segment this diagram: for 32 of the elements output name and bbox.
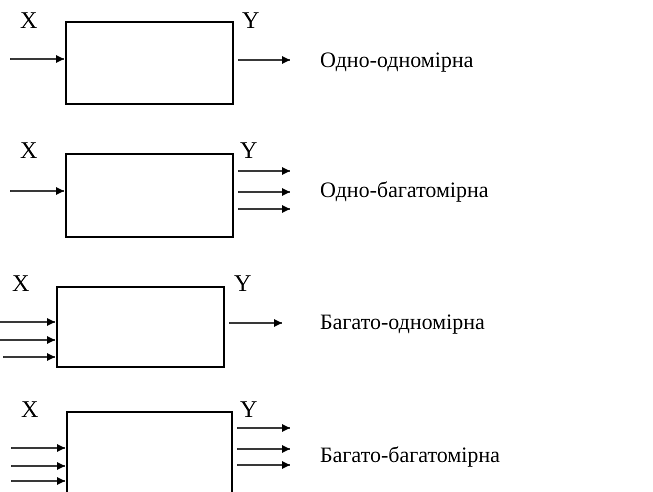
system-box <box>65 21 234 105</box>
arrow <box>237 461 290 469</box>
system-type-label: Одно-багатомірна <box>320 177 489 203</box>
input-label: X <box>20 9 38 33</box>
arrow <box>237 445 290 453</box>
arrow <box>229 319 282 327</box>
system-box <box>65 153 234 238</box>
system-type-label: Багато-одномірна <box>320 309 485 335</box>
system-box <box>56 286 225 368</box>
arrow <box>3 353 55 361</box>
input-label: X <box>21 398 38 422</box>
output-label: Y <box>240 398 258 422</box>
output-label: Y <box>242 9 260 33</box>
arrow <box>238 167 290 175</box>
arrow <box>11 444 65 452</box>
output-label: Y <box>240 139 258 163</box>
arrow <box>238 205 290 213</box>
input-label: X <box>12 272 30 296</box>
output-label: Y <box>234 272 252 296</box>
system-box <box>66 411 233 492</box>
system-type-label: Багато-багатомірна <box>320 442 500 468</box>
input-label: X <box>20 139 38 163</box>
arrow <box>11 462 65 470</box>
arrow <box>0 318 55 326</box>
arrow <box>238 56 290 64</box>
arrow <box>11 477 65 485</box>
arrow <box>237 424 290 432</box>
arrow <box>10 187 64 195</box>
arrow <box>0 336 55 344</box>
system-type-label: Одно-одномірна <box>320 47 474 73</box>
arrow <box>238 188 290 196</box>
arrow <box>10 55 64 63</box>
